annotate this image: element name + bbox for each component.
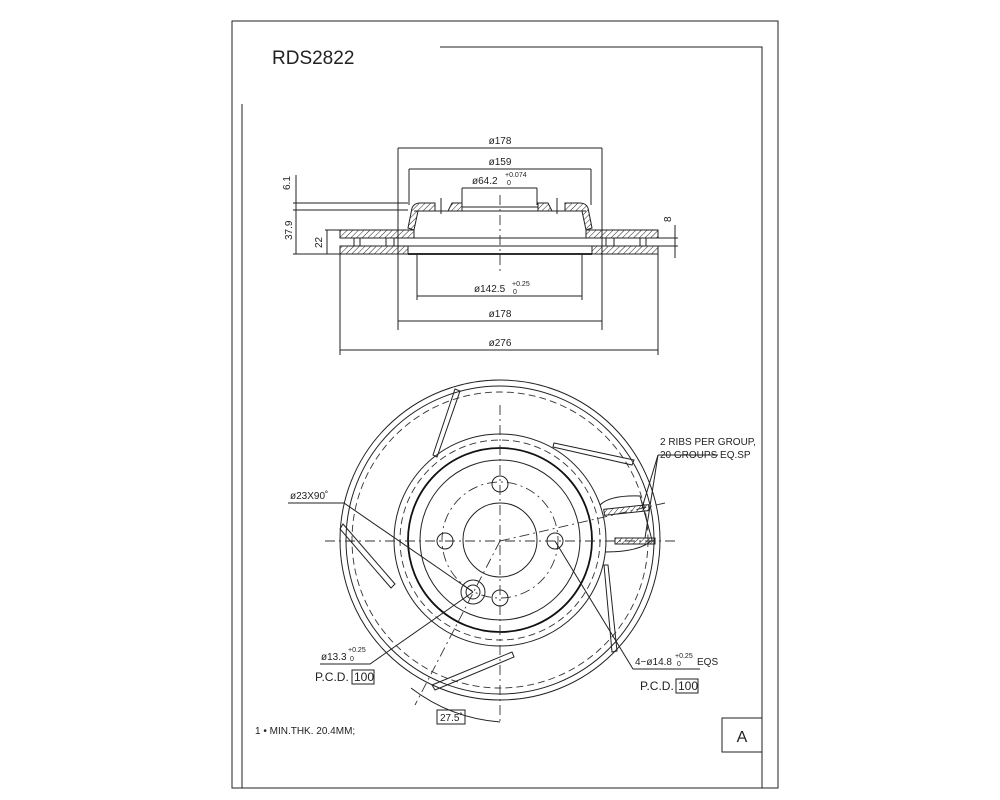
revision-letter: A bbox=[737, 729, 748, 746]
left-pcd-label: P.C.D. bbox=[315, 670, 349, 684]
part-number-title: RDS2822 bbox=[272, 48, 354, 69]
ribs-note-line2: 20 GROUPS EQ.SP bbox=[660, 450, 751, 461]
ribs-note-line1: 2 RIBS PER GROUP, bbox=[660, 437, 756, 448]
min-thickness-note: 1 • MIN.THK. 20.4MM; bbox=[255, 726, 355, 737]
dim-d64-tol-upper: +0.074 bbox=[505, 172, 527, 179]
left-hole-tol-lower: 0 bbox=[350, 656, 354, 663]
dim-6-1: 6.1 bbox=[282, 176, 293, 190]
dim-d142-5-tol-upper: +0.25 bbox=[512, 281, 530, 288]
dim-d142-5-tol-lower: 0 bbox=[513, 289, 517, 296]
dim-d178-bottom: ø178 bbox=[489, 309, 512, 320]
revision-box bbox=[721, 717, 763, 753]
dim-8: 8 bbox=[663, 216, 674, 222]
chamfer-label: ø23X90˚ bbox=[290, 490, 328, 502]
right-hole-tol-lower: 0 bbox=[677, 661, 681, 668]
left-hole-tol-upper: +0.25 bbox=[348, 647, 366, 654]
dim-22: 22 bbox=[314, 236, 325, 248]
left-pcd-value: 100 bbox=[354, 670, 374, 684]
right-hole-dim: 4−ø14.8 bbox=[635, 657, 672, 668]
right-pcd-value: 100 bbox=[678, 679, 698, 693]
right-hole-tol-upper: +0.25 bbox=[675, 653, 693, 660]
slots bbox=[339, 388, 635, 691]
dim-d142-5: ø142.5 bbox=[474, 284, 506, 295]
dim-37-9: 37.9 bbox=[284, 220, 295, 240]
dim-d64-tol-lower: 0 bbox=[507, 180, 511, 187]
face-view bbox=[288, 379, 718, 725]
right-pcd-label: P.C.D. bbox=[640, 679, 674, 693]
left-hole-dim: ø13.3 bbox=[321, 652, 347, 663]
dim-d276: ø276 bbox=[489, 338, 512, 349]
right-hole-suffix: EQS bbox=[697, 657, 718, 668]
dim-d159: ø159 bbox=[489, 157, 512, 168]
drawing-frame bbox=[231, 20, 779, 789]
section-view bbox=[293, 147, 678, 355]
angle-label: 27.5˚ bbox=[440, 712, 463, 724]
dim-d64: ø64.2 bbox=[472, 176, 498, 187]
dim-d178-top: ø178 bbox=[489, 136, 512, 147]
